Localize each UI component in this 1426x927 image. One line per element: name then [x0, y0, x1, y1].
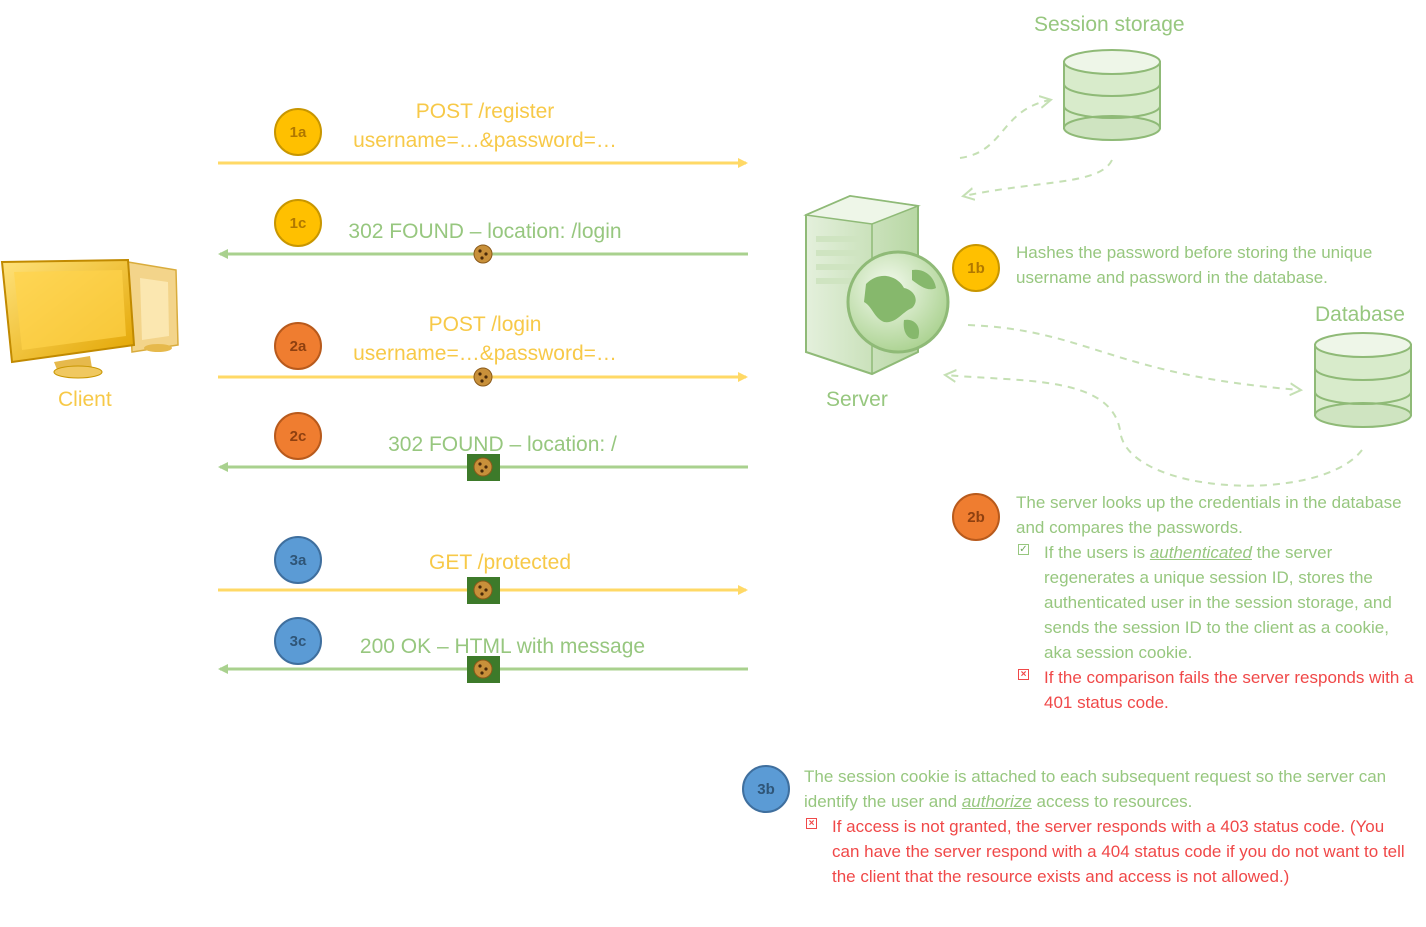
- request-line: GET /protected: [428, 551, 572, 574]
- note-2b: The server looks up the credentials in t…: [1016, 490, 1416, 715]
- step-badge-3c: 3c: [274, 617, 322, 665]
- request-line: POST /register: [415, 100, 555, 123]
- success-text-prefix: If the users is: [1044, 543, 1150, 562]
- note-3b-text-prefix: The session cookie is attached to each s…: [804, 767, 1387, 811]
- note-3b-text-suffix: access to resources.: [1031, 792, 1193, 811]
- cookie-icon: [473, 244, 493, 264]
- request-body: username=…&password=…: [353, 342, 617, 365]
- checkbox-checked-icon: ✓: [1018, 544, 1029, 555]
- server-icon: [803, 194, 950, 376]
- database-icon: [1314, 332, 1412, 428]
- step-badge-2c: 2c: [274, 412, 322, 460]
- server-to-database-arrow: [967, 324, 1300, 390]
- note-1b: Hashes the password before storing the u…: [1016, 240, 1376, 290]
- note-2b-failure-item: × If the comparison fails the server res…: [1016, 665, 1416, 715]
- server-to-session-storage-arrow: [959, 100, 1050, 159]
- arrow-label-1c: 302 FOUND – location: /login: [300, 217, 670, 246]
- session-storage-label: Session storage: [1034, 13, 1185, 36]
- response-line: 302 FOUND – location: /: [388, 433, 617, 456]
- database-to-server-arrow: [946, 375, 1363, 487]
- failure-text: If access is not granted, the server res…: [832, 817, 1405, 886]
- session-storage-database-icon: [1063, 49, 1161, 141]
- arrow-label-3c: 200 OK – HTML with message: [320, 632, 685, 661]
- session-cookie-icon: [467, 577, 500, 604]
- database-label: Database: [1315, 303, 1405, 326]
- arrow-label-2c: 302 FOUND – location: /: [330, 430, 675, 459]
- success-text-suffix: the server regenerates a unique session …: [1044, 543, 1392, 662]
- note-2b-text: The server looks up the credentials in t…: [1016, 493, 1402, 537]
- cookie-icon: [473, 367, 493, 387]
- step-badge-1c: 1c: [274, 199, 322, 247]
- step-badge-1a: 1a: [274, 108, 322, 156]
- checkbox-crossed-icon: ×: [1018, 669, 1029, 680]
- arrow-label-1a: POST /register username=…&password=…: [330, 97, 640, 155]
- note-3b: The session cookie is attached to each s…: [804, 764, 1414, 889]
- note-1b-text: Hashes the password before storing the u…: [1016, 243, 1373, 287]
- step-badge-2a: 2a: [274, 322, 322, 370]
- note-3b-text-emphasis: authorize: [961, 792, 1032, 811]
- note-3b-text: The session cookie is attached to each s…: [804, 764, 1414, 814]
- request-body: username=…&password=…: [353, 129, 617, 152]
- client-label: Client: [58, 388, 112, 411]
- note-3b-failure-item: × If access is not granted, the server r…: [804, 814, 1414, 889]
- arrow-label-2a: POST /login username=…&password=…: [330, 310, 640, 368]
- step-badge-2b: 2b: [952, 493, 1000, 541]
- response-line: 302 FOUND – location: /login: [348, 220, 622, 243]
- success-text-emphasis: authenticated: [1149, 543, 1252, 562]
- storage-flow-arrows: [946, 100, 1363, 487]
- step-badge-1b: 1b: [952, 244, 1000, 292]
- request-line: POST /login: [428, 313, 542, 336]
- session-cookie-icon: [467, 656, 500, 683]
- response-line: 200 OK – HTML with message: [359, 635, 646, 658]
- client-computer-icon: [0, 258, 179, 379]
- session-cookie-icon: [467, 454, 500, 481]
- server-label: Server: [826, 388, 888, 411]
- step-badge-3a: 3a: [274, 536, 322, 584]
- checkbox-crossed-icon: ×: [806, 818, 817, 829]
- failure-text: If the comparison fails the server respo…: [1044, 668, 1414, 712]
- step-badge-3b: 3b: [742, 765, 790, 813]
- session-storage-to-server-arrow: [964, 159, 1113, 196]
- arrow-label-3a: GET /protected: [360, 548, 640, 577]
- note-2b-success-item: ✓ If the users is authenticated the serv…: [1016, 540, 1416, 665]
